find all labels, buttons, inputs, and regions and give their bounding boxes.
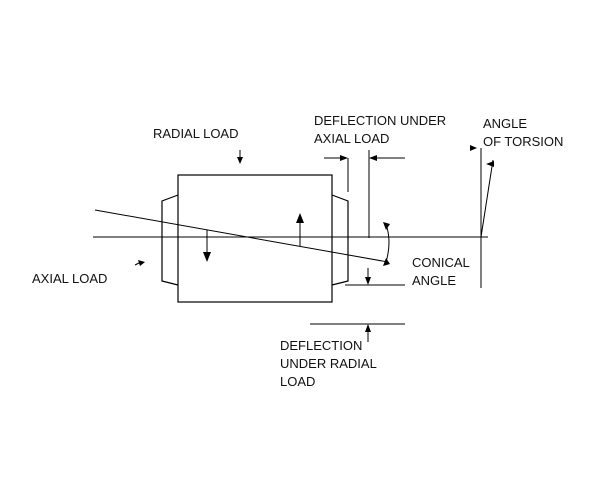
- deflection-axial-label-line1: DEFLECTION UNDER: [314, 113, 446, 128]
- conical-arrow-bottom-icon: [383, 258, 390, 266]
- up-arrow-head-icon: [296, 213, 304, 223]
- bushing-body: [177, 174, 333, 303]
- axial-load-label: AXIAL LOAD: [32, 271, 107, 286]
- tilted-axis: [94, 209, 389, 263]
- axial-dim-left-arrow-icon: [340, 155, 348, 161]
- radial-dim-bottom-arrow-icon: [365, 324, 371, 332]
- deflection-radial-label-line2: UNDER RADIAL: [280, 356, 377, 371]
- conical-arrow-top-icon: [383, 222, 390, 230]
- axial-dim-right-arrow-icon: [369, 155, 377, 161]
- conical-angle-label-line1: CONICAL: [412, 255, 470, 270]
- torsion-arrow-left-icon: [470, 145, 477, 151]
- right-flange: [331, 194, 349, 286]
- angle-torsion-label-line1: ANGLE: [483, 116, 527, 131]
- radial-load-label: RADIAL LOAD: [153, 126, 239, 141]
- deflection-axial-label-line2: AXIAL LOAD: [314, 131, 389, 146]
- conical-angle-arc: [385, 223, 390, 263]
- torsion-tilted-line: [480, 159, 494, 238]
- deflection-radial-label-line1: DEFLECTION: [280, 338, 362, 353]
- radial-load-arrow-icon: [237, 157, 243, 164]
- axial-load-arrow-icon: [138, 260, 145, 266]
- left-flange: [161, 194, 179, 286]
- angle-torsion-label-line2: OF TORSION: [483, 134, 563, 149]
- torsion-arrow-right-icon: [486, 161, 494, 167]
- deflection-radial-label-line3: LOAD: [280, 374, 315, 389]
- radial-dim-top-arrow-icon: [365, 277, 371, 285]
- down-arrow-head-icon: [203, 252, 211, 262]
- conical-angle-label-line2: ANGLE: [412, 273, 456, 288]
